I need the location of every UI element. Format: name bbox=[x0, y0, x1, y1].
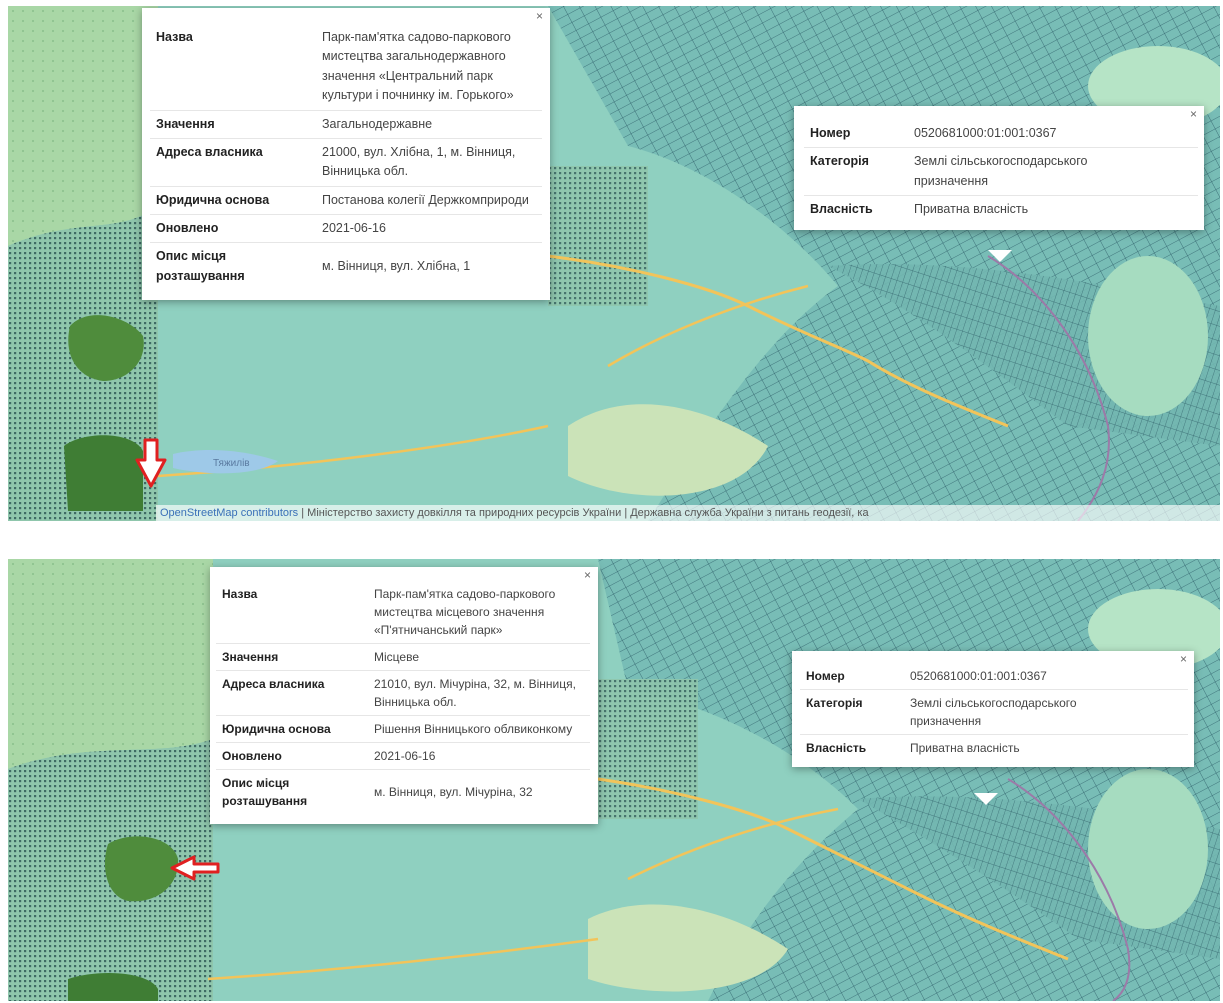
attr-key-updated: Оновлено bbox=[216, 742, 368, 770]
table-row: Назва Парк-пам'ятка садово-паркового мис… bbox=[216, 581, 590, 644]
attr-key-location: Опис місця розташування bbox=[222, 776, 308, 808]
park-highlight-area bbox=[104, 836, 179, 902]
attr-value-significance: Місцеве bbox=[368, 643, 590, 671]
map-canvas[interactable]: Тяжилів bbox=[8, 6, 1220, 521]
park-attributes-table: Назва Парк-пам'ятка садово-паркового мис… bbox=[150, 24, 542, 290]
table-row: Оновлено 2021-06-16 bbox=[216, 742, 590, 770]
attr-value-updated: 2021-06-16 bbox=[310, 214, 542, 244]
popup-pointer bbox=[988, 250, 1012, 262]
park-info-popup: × Назва Парк-пам'ятка садово-паркового м… bbox=[210, 567, 598, 824]
table-row: Опис місця розташування м. Вінниця, вул.… bbox=[216, 770, 590, 815]
attribution-text: | Міністерство захисту довкілля та приро… bbox=[301, 507, 869, 519]
attr-key-location: Опис місця розташування bbox=[156, 249, 245, 283]
table-row: Номер 0520681000:01:001:0367 bbox=[804, 120, 1198, 149]
attr-key-category: Категорія bbox=[800, 689, 904, 735]
parcel-info-popup: × Номер 0520681000:01:001:0367 Категорія… bbox=[792, 651, 1194, 767]
table-row: Адреса власника 21000, вул. Хлібна, 1, м… bbox=[150, 138, 542, 187]
arrow-down-indicator bbox=[135, 438, 167, 488]
attr-value-legal-basis: Рішення Вінницького облвиконкому bbox=[368, 715, 590, 743]
attr-value-owner-address: 21000, вул. Хлібна, 1, м. Вінниця, Вінни… bbox=[310, 138, 542, 187]
attr-value-updated: 2021-06-16 bbox=[368, 742, 590, 770]
attr-key-updated: Оновлено bbox=[150, 214, 310, 244]
attr-key-legal-basis: Юридична основа bbox=[150, 186, 310, 216]
close-icon[interactable]: × bbox=[1189, 107, 1197, 121]
lake-label: Тяжилів bbox=[213, 458, 250, 469]
attr-key-number: Номер bbox=[800, 663, 904, 690]
attr-key-significance: Значення bbox=[150, 110, 310, 139]
attr-value-number: 0520681000:01:001:0367 bbox=[908, 120, 1198, 149]
attr-key-category: Категорія bbox=[804, 147, 908, 197]
table-row: Значення Місцеве bbox=[216, 643, 590, 671]
attr-value-ownership: Приватна власність bbox=[914, 202, 1029, 217]
attr-value-category: Землі сільськогосподарського призначення bbox=[908, 147, 1198, 197]
attr-value-location: м. Вінниця, вул. Мічуріна, 32 bbox=[374, 785, 533, 799]
attr-key-significance: Значення bbox=[216, 643, 368, 671]
attr-value-category: Землі сільськогосподарського призначення bbox=[904, 689, 1188, 735]
table-row: Юридична основа Рішення Вінницького облв… bbox=[216, 715, 590, 743]
attr-key-owner-address: Адреса власника bbox=[216, 670, 368, 716]
park-info-popup: × Назва Парк-пам'ятка садово-паркового м… bbox=[142, 8, 550, 301]
table-row: Оновлено 2021-06-16 bbox=[150, 214, 542, 244]
table-row: Власність Приватна власність bbox=[800, 735, 1188, 762]
attr-value-legal-basis: Постанова колегії Держкомприроди bbox=[310, 186, 542, 216]
parcel-info-popup: × Номер 0520681000:01:001:0367 Категорія… bbox=[794, 106, 1204, 230]
table-row: Адреса власника 21010, вул. Мічуріна, 32… bbox=[216, 670, 590, 716]
attr-value-name: Парк-пам'ятка садово-паркового мистецтва… bbox=[310, 24, 542, 111]
arrow-left-indicator bbox=[170, 855, 220, 881]
attr-value-owner-address: 21010, вул. Мічуріна, 32, м. Вінниця, Ві… bbox=[368, 670, 590, 716]
attr-key-ownership: Власність bbox=[810, 202, 873, 217]
attr-key-owner-address: Адреса власника bbox=[150, 138, 310, 187]
attr-value-number: 0520681000:01:001:0367 bbox=[904, 663, 1188, 690]
table-row: Категорія Землі сільськогосподарського п… bbox=[804, 147, 1198, 197]
table-row: Номер 0520681000:01:001:0367 bbox=[800, 663, 1188, 690]
close-icon[interactable]: × bbox=[1179, 652, 1187, 666]
park-attributes-table: Назва Парк-пам'ятка садово-паркового мис… bbox=[216, 581, 590, 814]
attr-key-number: Номер bbox=[804, 120, 908, 149]
map-panel-top[interactable]: Тяжилів × Назва Парк-пам'ятка садово-пар… bbox=[8, 6, 1220, 521]
attr-key-name: Назва bbox=[150, 24, 310, 111]
parcel-attributes-table: Номер 0520681000:01:001:0367 Категорія З… bbox=[804, 120, 1198, 224]
attr-key-legal-basis: Юридична основа bbox=[216, 715, 368, 743]
close-icon[interactable]: × bbox=[583, 568, 591, 582]
osm-attribution-link[interactable]: OpenStreetMap contributors bbox=[160, 507, 299, 519]
attr-key-name: Назва bbox=[216, 581, 368, 644]
popup-pointer bbox=[974, 793, 998, 805]
table-row: Значення Загальнодержавне bbox=[150, 110, 542, 139]
table-row: Категорія Землі сільськогосподарського п… bbox=[800, 689, 1188, 735]
table-row: Юридична основа Постанова колегії Держко… bbox=[150, 186, 542, 216]
close-icon[interactable]: × bbox=[535, 9, 543, 23]
map-attribution: OpenStreetMap contributors | Міністерств… bbox=[156, 505, 1220, 521]
attr-value-significance: Загальнодержавне bbox=[310, 110, 542, 139]
attr-value-name: Парк-пам'ятка садово-паркового мистецтва… bbox=[368, 581, 590, 644]
parcel-attributes-table: Номер 0520681000:01:001:0367 Категорія З… bbox=[800, 663, 1188, 761]
attr-value-location: м. Вінниця, вул. Хлібна, 1 bbox=[322, 259, 471, 274]
map-panel-bottom[interactable]: × Назва Парк-пам'ятка садово-паркового м… bbox=[8, 559, 1220, 1001]
table-row: Власність Приватна власність bbox=[804, 196, 1198, 224]
table-row: Опис місця розташування м. Вінниця, вул.… bbox=[150, 243, 542, 290]
attr-key-ownership: Власність bbox=[806, 741, 867, 755]
park-highlight-area bbox=[64, 435, 143, 511]
attr-value-ownership: Приватна власність bbox=[910, 741, 1020, 755]
map-canvas[interactable] bbox=[8, 559, 1220, 1001]
table-row: Назва Парк-пам'ятка садово-паркового мис… bbox=[150, 24, 542, 111]
